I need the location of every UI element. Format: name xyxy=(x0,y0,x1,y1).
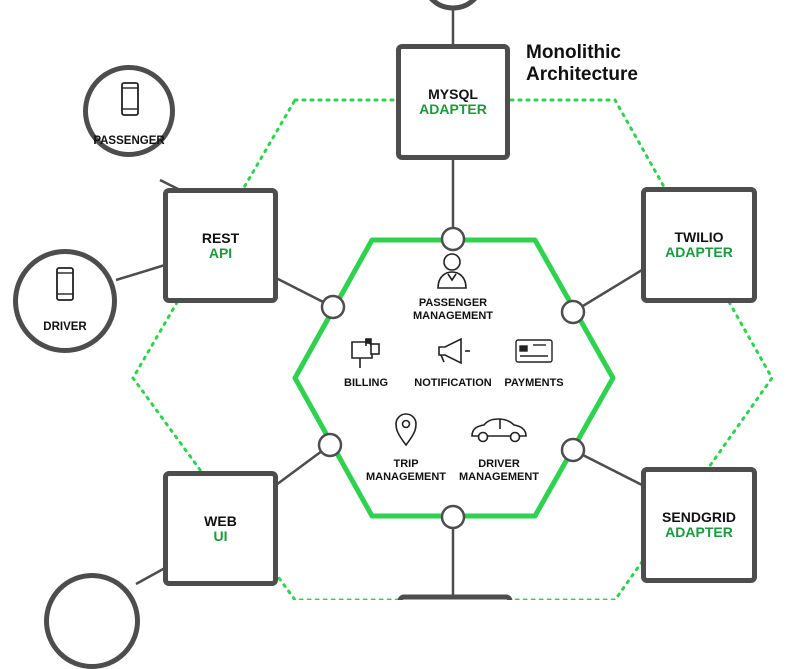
port-left-bottom xyxy=(317,432,343,458)
person-icon xyxy=(437,253,467,289)
port-top xyxy=(440,226,466,252)
module-billing-label: BILLING xyxy=(344,377,388,389)
card-icon xyxy=(515,339,553,363)
module-trip-management: TRIP MANAGEMENT xyxy=(360,458,452,484)
outer-dotted-hexagon xyxy=(131,98,774,600)
module-notification-label: NOTIFICATION xyxy=(414,377,492,389)
bottom-partial-box xyxy=(397,594,513,600)
twilio-adapter-title: TWILIO xyxy=(674,229,724,245)
module-driver-management-line2: MANAGEMENT xyxy=(458,471,540,483)
module-driver-management-line1: DRIVER xyxy=(478,458,520,470)
smartphone-icon xyxy=(121,82,139,116)
mysql-adapter-subtitle: ADAPTER xyxy=(419,101,487,117)
twilio-adapter-box: TWILIO ADAPTER xyxy=(641,187,757,303)
connector-core-twilio xyxy=(572,268,643,314)
diagram-title-line1: Monolithic xyxy=(526,42,621,63)
location-pin-icon xyxy=(395,413,417,447)
mysql-adapter-title: MYSQL xyxy=(428,86,478,102)
top-partial-circle xyxy=(429,0,477,11)
mailbox-icon xyxy=(351,338,380,368)
twilio-adapter-subtitle: ADAPTER xyxy=(665,244,733,260)
web-ui-subtitle: UI xyxy=(213,527,228,544)
port-right-top xyxy=(560,299,586,325)
car-icon xyxy=(471,418,527,443)
web-ui-title: WEB xyxy=(204,512,237,529)
megaphone-icon xyxy=(438,337,470,365)
rest-api-subtitle: API xyxy=(208,244,233,261)
web-ui-box: WEB UI xyxy=(163,471,278,586)
module-trip-management-line1: TRIP xyxy=(393,458,419,470)
diagram-canvas xyxy=(115,0,774,600)
connector-core-sendgrid xyxy=(572,448,643,487)
mysql-adapter-box: MYSQL ADAPTER xyxy=(396,44,510,160)
client-driver: DRIVER xyxy=(13,249,117,353)
rest-api-box: REST API xyxy=(163,188,278,303)
ports xyxy=(317,226,586,530)
connector-client-web xyxy=(135,566,166,586)
diagram-title: Monolithic Architecture xyxy=(526,42,638,86)
port-right-bottom xyxy=(560,437,586,463)
module-passenger-management: PASSENGER MANAGEMENT xyxy=(403,297,503,323)
module-payments-label: PAYMENTS xyxy=(504,377,564,389)
rest-api-title: REST xyxy=(201,229,240,246)
client-passenger-label: PASSENGER xyxy=(93,135,165,147)
module-passenger-management-line1: PASSENGER xyxy=(418,297,488,309)
diagram-title-line2: Architecture xyxy=(526,64,638,85)
core-hexagon xyxy=(292,237,616,519)
client-partial-bottom xyxy=(44,573,140,669)
sendgrid-adapter-title: SENDGRID xyxy=(662,509,736,525)
sendgrid-adapter-box: SENDGRID ADAPTER xyxy=(641,467,757,583)
port-left-top xyxy=(320,294,346,320)
module-driver-management: DRIVER MANAGEMENT xyxy=(453,458,545,484)
module-payments: PAYMENTS xyxy=(500,377,568,390)
module-passenger-management-line2: MANAGEMENT xyxy=(412,310,494,322)
module-notification: NOTIFICATION xyxy=(406,377,500,390)
client-passenger: PASSENGER xyxy=(83,65,175,157)
port-bottom xyxy=(440,504,466,530)
sendgrid-adapter-subtitle: ADAPTER xyxy=(665,524,733,540)
module-billing: BILLING xyxy=(336,377,396,390)
connector-driver-rest xyxy=(115,263,166,282)
client-driver-label: DRIVER xyxy=(43,321,87,333)
module-trip-management-line2: MANAGEMENT xyxy=(365,471,447,483)
smartphone-icon xyxy=(56,267,74,301)
